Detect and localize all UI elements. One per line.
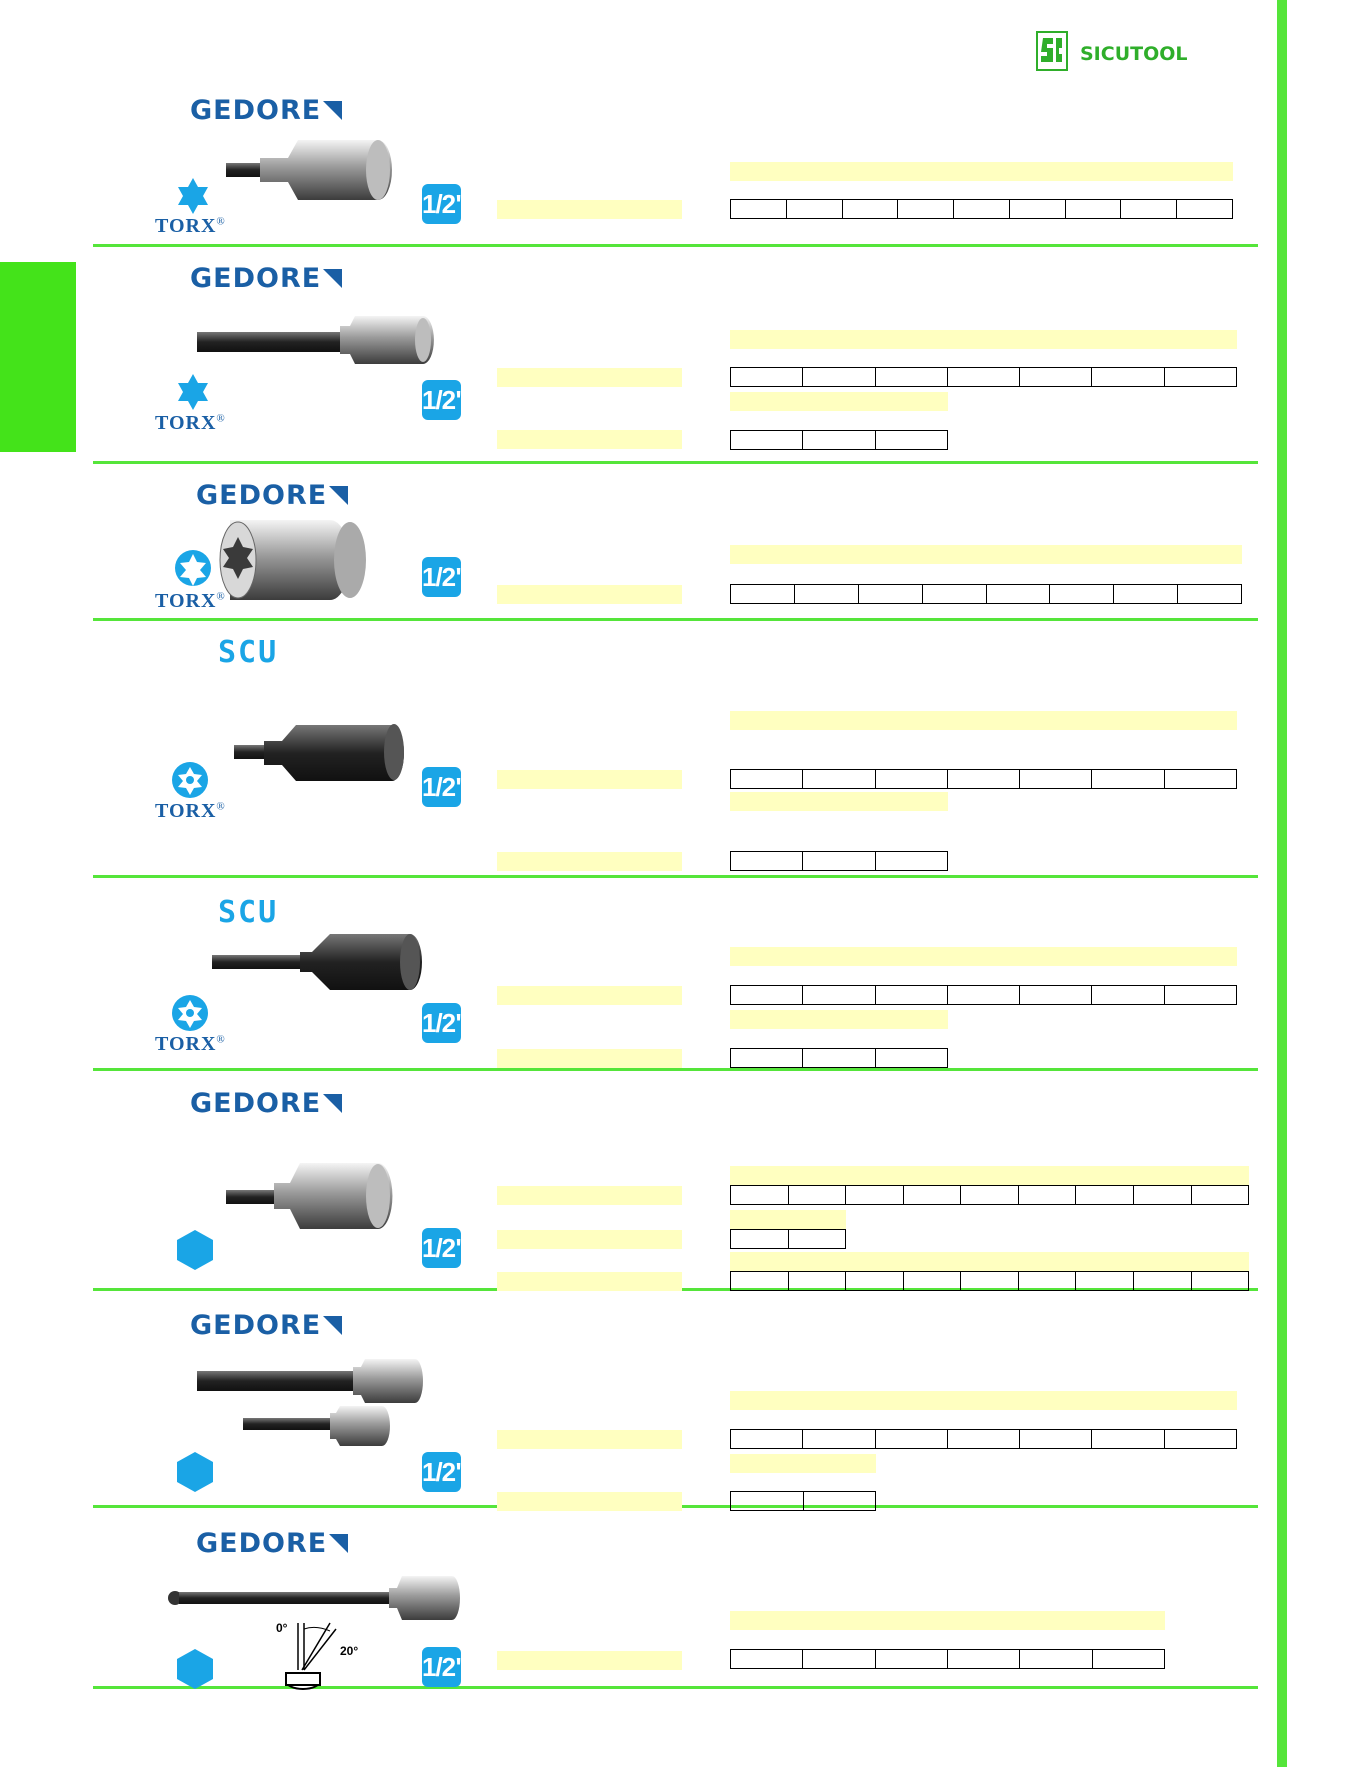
chapter-tab bbox=[0, 262, 76, 452]
spec-header-bar bbox=[730, 1166, 1249, 1185]
spec-header-bar bbox=[730, 1010, 948, 1029]
torx-tamper-icon bbox=[172, 995, 208, 1031]
drive-size-badge: 1/2" bbox=[422, 557, 467, 597]
spec-label-bar bbox=[497, 1186, 682, 1205]
spec-label-bar bbox=[497, 430, 682, 449]
torx-ring-icon bbox=[175, 550, 211, 586]
torx-star-icon bbox=[178, 178, 208, 214]
spec-header-bar bbox=[730, 1611, 1165, 1630]
spec-label-bar bbox=[497, 1049, 682, 1068]
spec-table bbox=[730, 199, 1233, 219]
hexagon-icon bbox=[177, 1649, 213, 1689]
spec-table bbox=[730, 1271, 1249, 1291]
section-divider bbox=[93, 1686, 1258, 1689]
spec-header-bar bbox=[730, 711, 1237, 730]
spec-label-bar bbox=[497, 986, 682, 1005]
socket-hex-long-pair-image bbox=[197, 1359, 423, 1446]
spec-label-bar bbox=[497, 1230, 682, 1249]
section-divider bbox=[93, 244, 1258, 247]
brand-name: SICUTOOL bbox=[1080, 43, 1188, 65]
spec-label-bar bbox=[497, 585, 682, 604]
torx-tamper-icon bbox=[172, 762, 208, 798]
angle-twenty-label: 20° bbox=[340, 1644, 358, 1658]
spec-label-bar bbox=[497, 200, 682, 219]
spec-header-bar bbox=[730, 545, 1242, 564]
drive-size-badge: 1/2" bbox=[422, 1647, 467, 1687]
torx-star-icon bbox=[178, 374, 208, 410]
spec-table bbox=[730, 430, 948, 450]
drive-size-badge: 1/2" bbox=[422, 1003, 467, 1043]
hexagon-icon bbox=[177, 1230, 213, 1270]
spec-header-bar bbox=[730, 947, 1237, 966]
section-divider bbox=[93, 875, 1258, 878]
section-divider bbox=[93, 618, 1258, 621]
socket-torx-female-image bbox=[219, 520, 366, 600]
spec-table bbox=[730, 1429, 1237, 1449]
spec-table bbox=[730, 769, 1237, 789]
torx-label: TORX® bbox=[155, 1033, 226, 1055]
spec-table bbox=[730, 1229, 846, 1249]
gedore-logo: GEDORE bbox=[196, 480, 349, 511]
section-divider bbox=[93, 461, 1258, 464]
socket-torx-long-image bbox=[197, 316, 434, 364]
spec-label-bar bbox=[497, 368, 682, 387]
angle-zero-label: 0° bbox=[276, 1621, 288, 1635]
right-accent-bar bbox=[1277, 0, 1287, 1767]
impact-socket-torx-long-image bbox=[212, 934, 422, 990]
spec-label-bar bbox=[497, 852, 682, 871]
spec-table bbox=[730, 1048, 948, 1068]
gedore-logo: GEDORE bbox=[190, 1088, 343, 1119]
scu-logo: SCU bbox=[218, 895, 279, 930]
gedore-logo: GEDORE bbox=[190, 95, 343, 126]
spec-label-bar bbox=[497, 770, 682, 789]
drive-size-badge: 1/2" bbox=[422, 1228, 467, 1268]
gedore-logo: GEDORE bbox=[190, 263, 343, 294]
spec-header-bar bbox=[730, 792, 948, 811]
spec-table bbox=[730, 1491, 876, 1511]
spec-label-bar bbox=[497, 1651, 682, 1670]
scu-logo: SCU bbox=[218, 635, 279, 670]
spec-table bbox=[730, 985, 1237, 1005]
spec-header-bar bbox=[730, 1252, 1249, 1271]
drive-size-badge: 1/2" bbox=[422, 380, 467, 420]
spec-label-bar bbox=[497, 1272, 682, 1291]
torx-label: TORX® bbox=[155, 800, 226, 822]
gedore-logo: GEDORE bbox=[196, 1528, 349, 1559]
gedore-logo: GEDORE bbox=[190, 1310, 343, 1341]
spec-header-bar bbox=[730, 1210, 846, 1229]
spec-header-bar bbox=[730, 330, 1237, 349]
spec-table bbox=[730, 851, 948, 871]
angle-diagram: 0° 20° bbox=[276, 1621, 358, 1690]
spec-table bbox=[730, 1185, 1249, 1205]
spec-label-bar bbox=[497, 1430, 682, 1449]
torx-label: TORX® bbox=[155, 215, 226, 237]
socket-hex-short-image bbox=[226, 1163, 393, 1229]
impact-socket-torx-image bbox=[234, 724, 404, 781]
drive-size-badge: 1/2" bbox=[422, 767, 467, 807]
spec-header-bar bbox=[730, 1391, 1237, 1410]
spec-table bbox=[730, 1649, 1165, 1669]
socket-torx-short-image bbox=[226, 140, 392, 200]
hexagon-icon bbox=[177, 1452, 213, 1492]
sicutool-logo: SICUTOOL bbox=[1036, 30, 1236, 76]
spec-header-bar bbox=[730, 392, 948, 411]
spec-table bbox=[730, 584, 1242, 604]
section-divider bbox=[93, 1068, 1258, 1071]
spec-table bbox=[730, 367, 1237, 387]
spec-header-bar bbox=[730, 1454, 876, 1473]
spec-label-bar bbox=[497, 1492, 682, 1511]
spec-header-bar bbox=[730, 162, 1233, 181]
drive-size-badge: 1/2" bbox=[422, 1452, 467, 1492]
torx-label: TORX® bbox=[155, 412, 226, 434]
drive-size-badge: 1/2" bbox=[422, 184, 467, 224]
socket-ball-hex-image bbox=[168, 1576, 460, 1620]
torx-label: TORX® bbox=[155, 590, 226, 612]
